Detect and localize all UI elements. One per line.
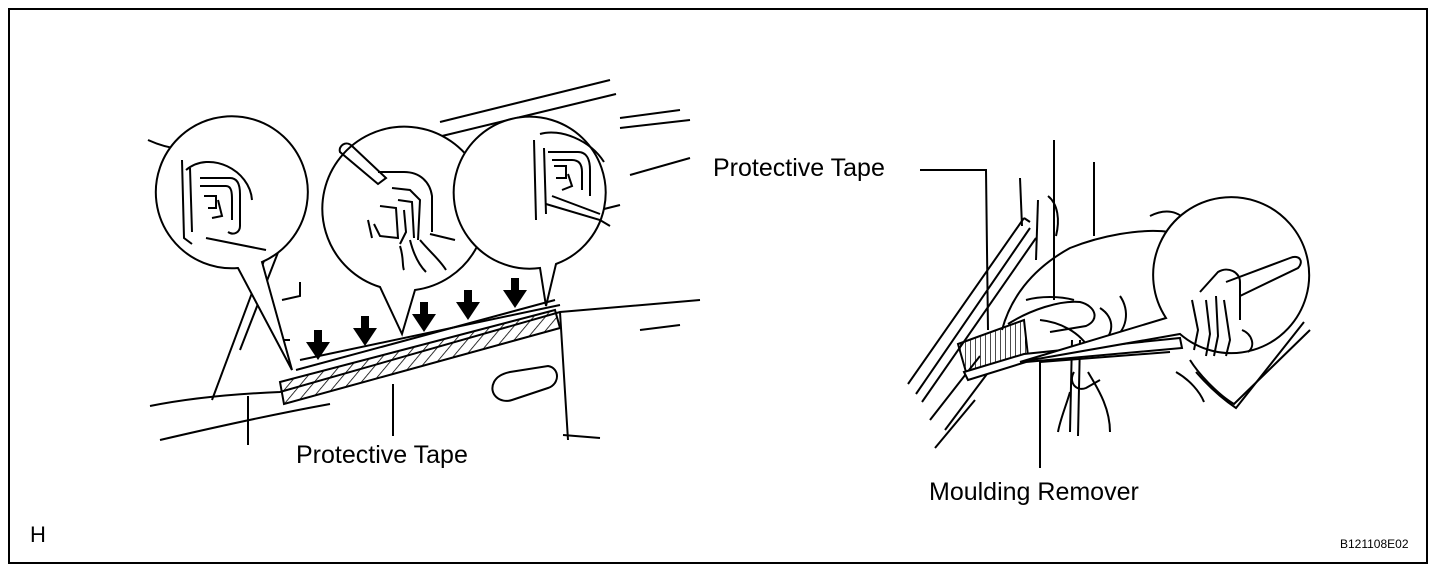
label-corner-letter: H: [30, 522, 46, 547]
detail-callout-remover: [1019, 196, 1311, 410]
right-illustration: [907, 140, 1311, 468]
detail-callout-right: [452, 115, 611, 307]
label-left-protective-tape: Protective Tape: [296, 441, 468, 469]
diagram-frame: [8, 8, 1428, 564]
door-handle: [491, 364, 558, 402]
leader-line-right-tape: [920, 169, 989, 331]
down-arrow-icon: [306, 278, 527, 360]
left-illustration: [147, 79, 701, 445]
label-right-protective-tape: Protective Tape: [713, 154, 885, 182]
moulding-remover-tool: [962, 336, 1184, 382]
label-moulding-remover: Moulding Remover: [929, 478, 1139, 506]
label-figure-code: B121108E02: [1340, 537, 1409, 551]
protective-tape-strip: [278, 308, 562, 406]
detail-callout-left: [154, 115, 309, 371]
